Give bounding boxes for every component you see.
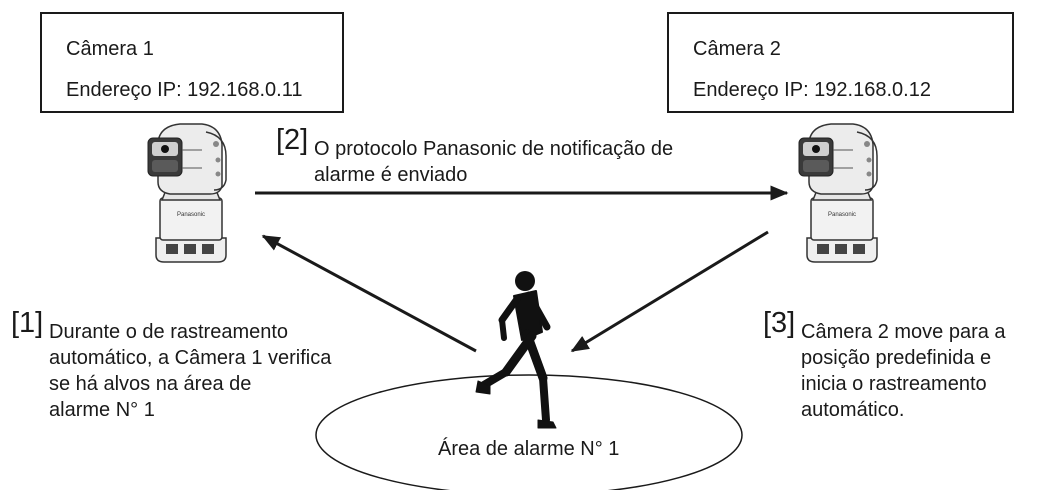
step1-text-line4: alarme N° 1 — [49, 399, 155, 421]
arrow-area-to-camera1 — [261, 234, 477, 353]
running-person-icon — [475, 271, 557, 429]
camera1-info-box: Câmera 1 Endereço IP: 192.168.0.11 — [40, 12, 344, 113]
step3-text-line4: automático. — [801, 399, 905, 421]
arrow-camera2-to-area — [570, 230, 769, 353]
camera2-name: Câmera 2 — [693, 38, 781, 60]
camera1-ptz-camera-icon — [147, 123, 227, 263]
step2-text-line1: O protocolo Panasonic de notificação de — [314, 138, 674, 160]
alarm-area-ellipse — [315, 374, 743, 490]
camera2-ip: Endereço IP: 192.168.0.12 — [693, 79, 931, 101]
camera1-ip: Endereço IP: 192.168.0.11 — [66, 79, 303, 101]
camera2-ptz-camera-icon — [798, 123, 878, 263]
step1-number: [1] — [11, 307, 44, 339]
step1-text-line2: automático, a Câmera 1 verifica — [49, 347, 332, 369]
step1-text-line3: se há alvos na área de — [49, 373, 252, 395]
step2-text-line2: alarme é enviado — [314, 164, 468, 186]
alarm-area-label: Área de alarme N° 1 — [438, 438, 620, 460]
step3-text-line2: posição predefinida e — [801, 347, 992, 369]
step3-number: [3] — [763, 307, 796, 339]
step3-text-line1: Câmera 2 move para a — [801, 321, 1006, 343]
step1-text-line1: Durante o de rastreamento — [49, 321, 289, 343]
step2-number: [2] — [276, 124, 309, 156]
step3-text-line3: inicia o rastreamento — [801, 373, 987, 395]
camera1-name: Câmera 1 — [66, 38, 154, 60]
camera2-info-box: Câmera 2 Endereço IP: 192.168.0.12 — [667, 12, 1014, 113]
